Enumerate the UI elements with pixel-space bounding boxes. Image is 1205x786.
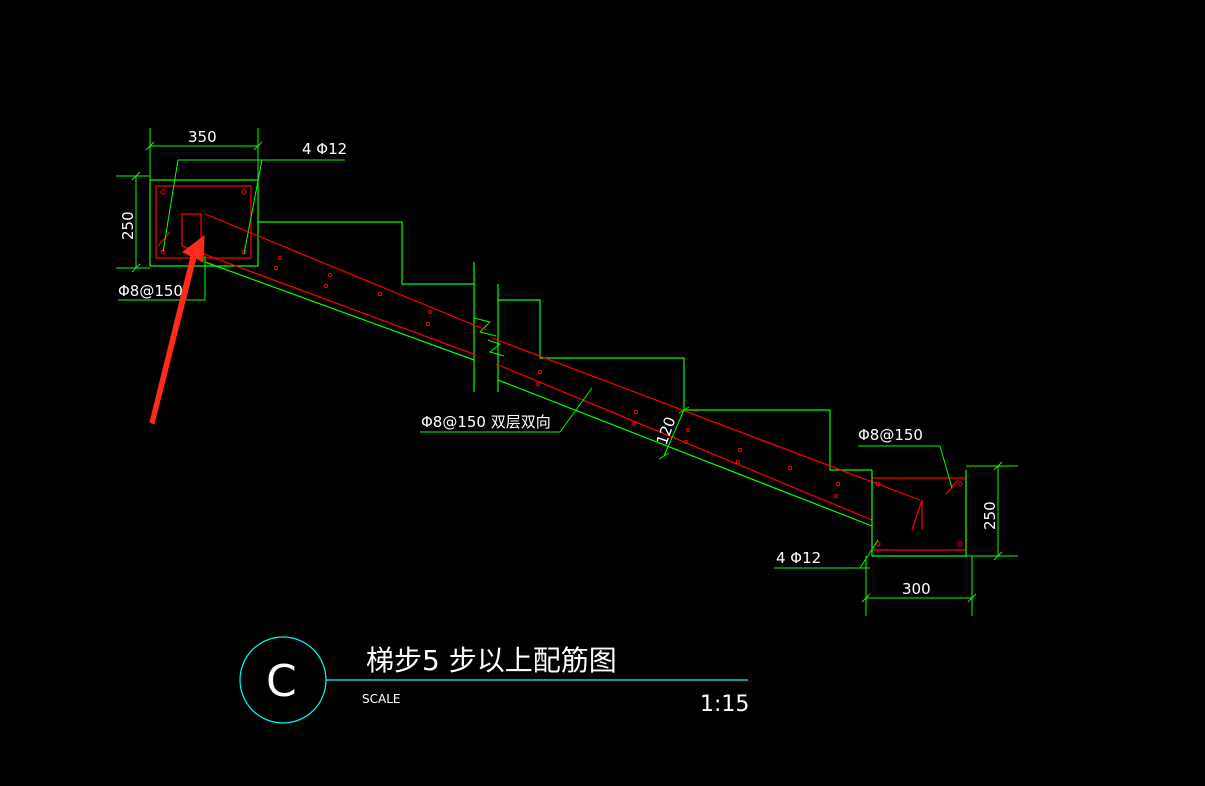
top-beam: 350 250 4 Φ12 Φ8@150 — [116, 128, 347, 301]
top-bar — [160, 189, 166, 195]
distribution-bar — [323, 283, 329, 289]
distribution-bar — [735, 459, 741, 465]
break-zigzag — [487, 339, 505, 357]
slab-rebar: Φ8@150 双层双向 120 — [181, 213, 921, 521]
distribution-bar — [683, 439, 689, 445]
distribution-bar — [787, 465, 793, 471]
bottom-bars-label: 4 Φ12 — [776, 549, 821, 567]
slab-soffit — [497, 379, 873, 527]
dim-line — [663, 409, 685, 457]
distribution-bar — [835, 481, 841, 487]
distribution-bar — [327, 272, 333, 278]
slab-top-bar — [204, 213, 487, 331]
stair-steps — [204, 221, 873, 527]
distribution-bar — [377, 291, 383, 297]
distribution-bars — [273, 255, 841, 499]
bottom-width-dim: 300 — [902, 580, 931, 598]
dim-tick — [145, 141, 155, 151]
distribution-bar — [737, 447, 743, 453]
break-zigzag — [473, 317, 497, 337]
top-hook — [181, 213, 202, 246]
dim-tick — [678, 406, 690, 414]
dim-tick — [131, 171, 141, 181]
scale-value: 1:15 — [700, 692, 749, 717]
distribution-bar — [833, 493, 839, 499]
slab-top-bar — [491, 337, 921, 501]
drawing-title: 梯步5 步以上配筋图 — [366, 644, 617, 677]
dim-tick — [993, 461, 1003, 471]
top-bars-leader — [243, 159, 263, 255]
bottom-hook — [911, 499, 923, 531]
distribution-bar — [277, 255, 283, 261]
dim-tick — [967, 593, 977, 603]
bottom-bar — [875, 481, 881, 487]
slab-rebar-leader — [559, 387, 593, 433]
distribution-bar — [427, 309, 433, 315]
scale-word: SCALE — [362, 692, 400, 706]
bottom-stirrup-leader — [939, 445, 953, 489]
distribution-bar — [537, 369, 543, 375]
red-arrow-shape — [149, 234, 205, 425]
distribution-bar — [633, 409, 639, 415]
bottom-beam: Φ8@150 4 Φ12 250 300 — [774, 426, 1018, 616]
red-arrow-icon — [149, 234, 205, 425]
lower-steps — [498, 299, 872, 471]
bottom-beam-outline — [871, 477, 967, 551]
detail-letter: C — [266, 656, 297, 707]
bottom-bar — [957, 541, 963, 547]
top-stirrup-hook — [157, 231, 171, 247]
dim-tick — [253, 141, 263, 151]
upper-steps — [258, 221, 474, 285]
bottom-stirrup-label: Φ8@150 — [858, 426, 923, 444]
distribution-bar — [535, 381, 541, 387]
slab-thickness-dim: 120 — [653, 414, 680, 447]
dim-tick — [658, 452, 670, 460]
slab-soffit — [204, 261, 475, 361]
top-width-dim: 350 — [188, 128, 217, 146]
dim-tick — [861, 593, 871, 603]
top-stirrup-label: Φ8@150 — [118, 282, 183, 300]
distribution-bar — [273, 265, 279, 271]
top-bars-label: 4 Φ12 — [302, 140, 347, 158]
bottom-beam-concrete — [871, 470, 967, 557]
bottom-height-dim: 250 — [981, 501, 999, 530]
bottom-bar — [957, 481, 963, 487]
distribution-bar — [685, 427, 691, 433]
slab-rebar-label: Φ8@150 双层双向 — [421, 413, 551, 431]
top-bars-leader — [162, 159, 179, 253]
dim-tick — [131, 263, 141, 273]
distribution-bar — [425, 321, 431, 327]
dim-tick — [993, 551, 1003, 561]
bottom-bars-leader — [859, 539, 879, 569]
top-height-dim: 250 — [119, 211, 137, 240]
top-beam-outline — [149, 179, 259, 267]
slab-bottom-bar — [181, 245, 477, 356]
distribution-bar — [631, 421, 637, 427]
title-block: C 梯步5 步以上配筋图 SCALE 1:15 — [239, 636, 749, 724]
top-bar — [241, 189, 247, 195]
